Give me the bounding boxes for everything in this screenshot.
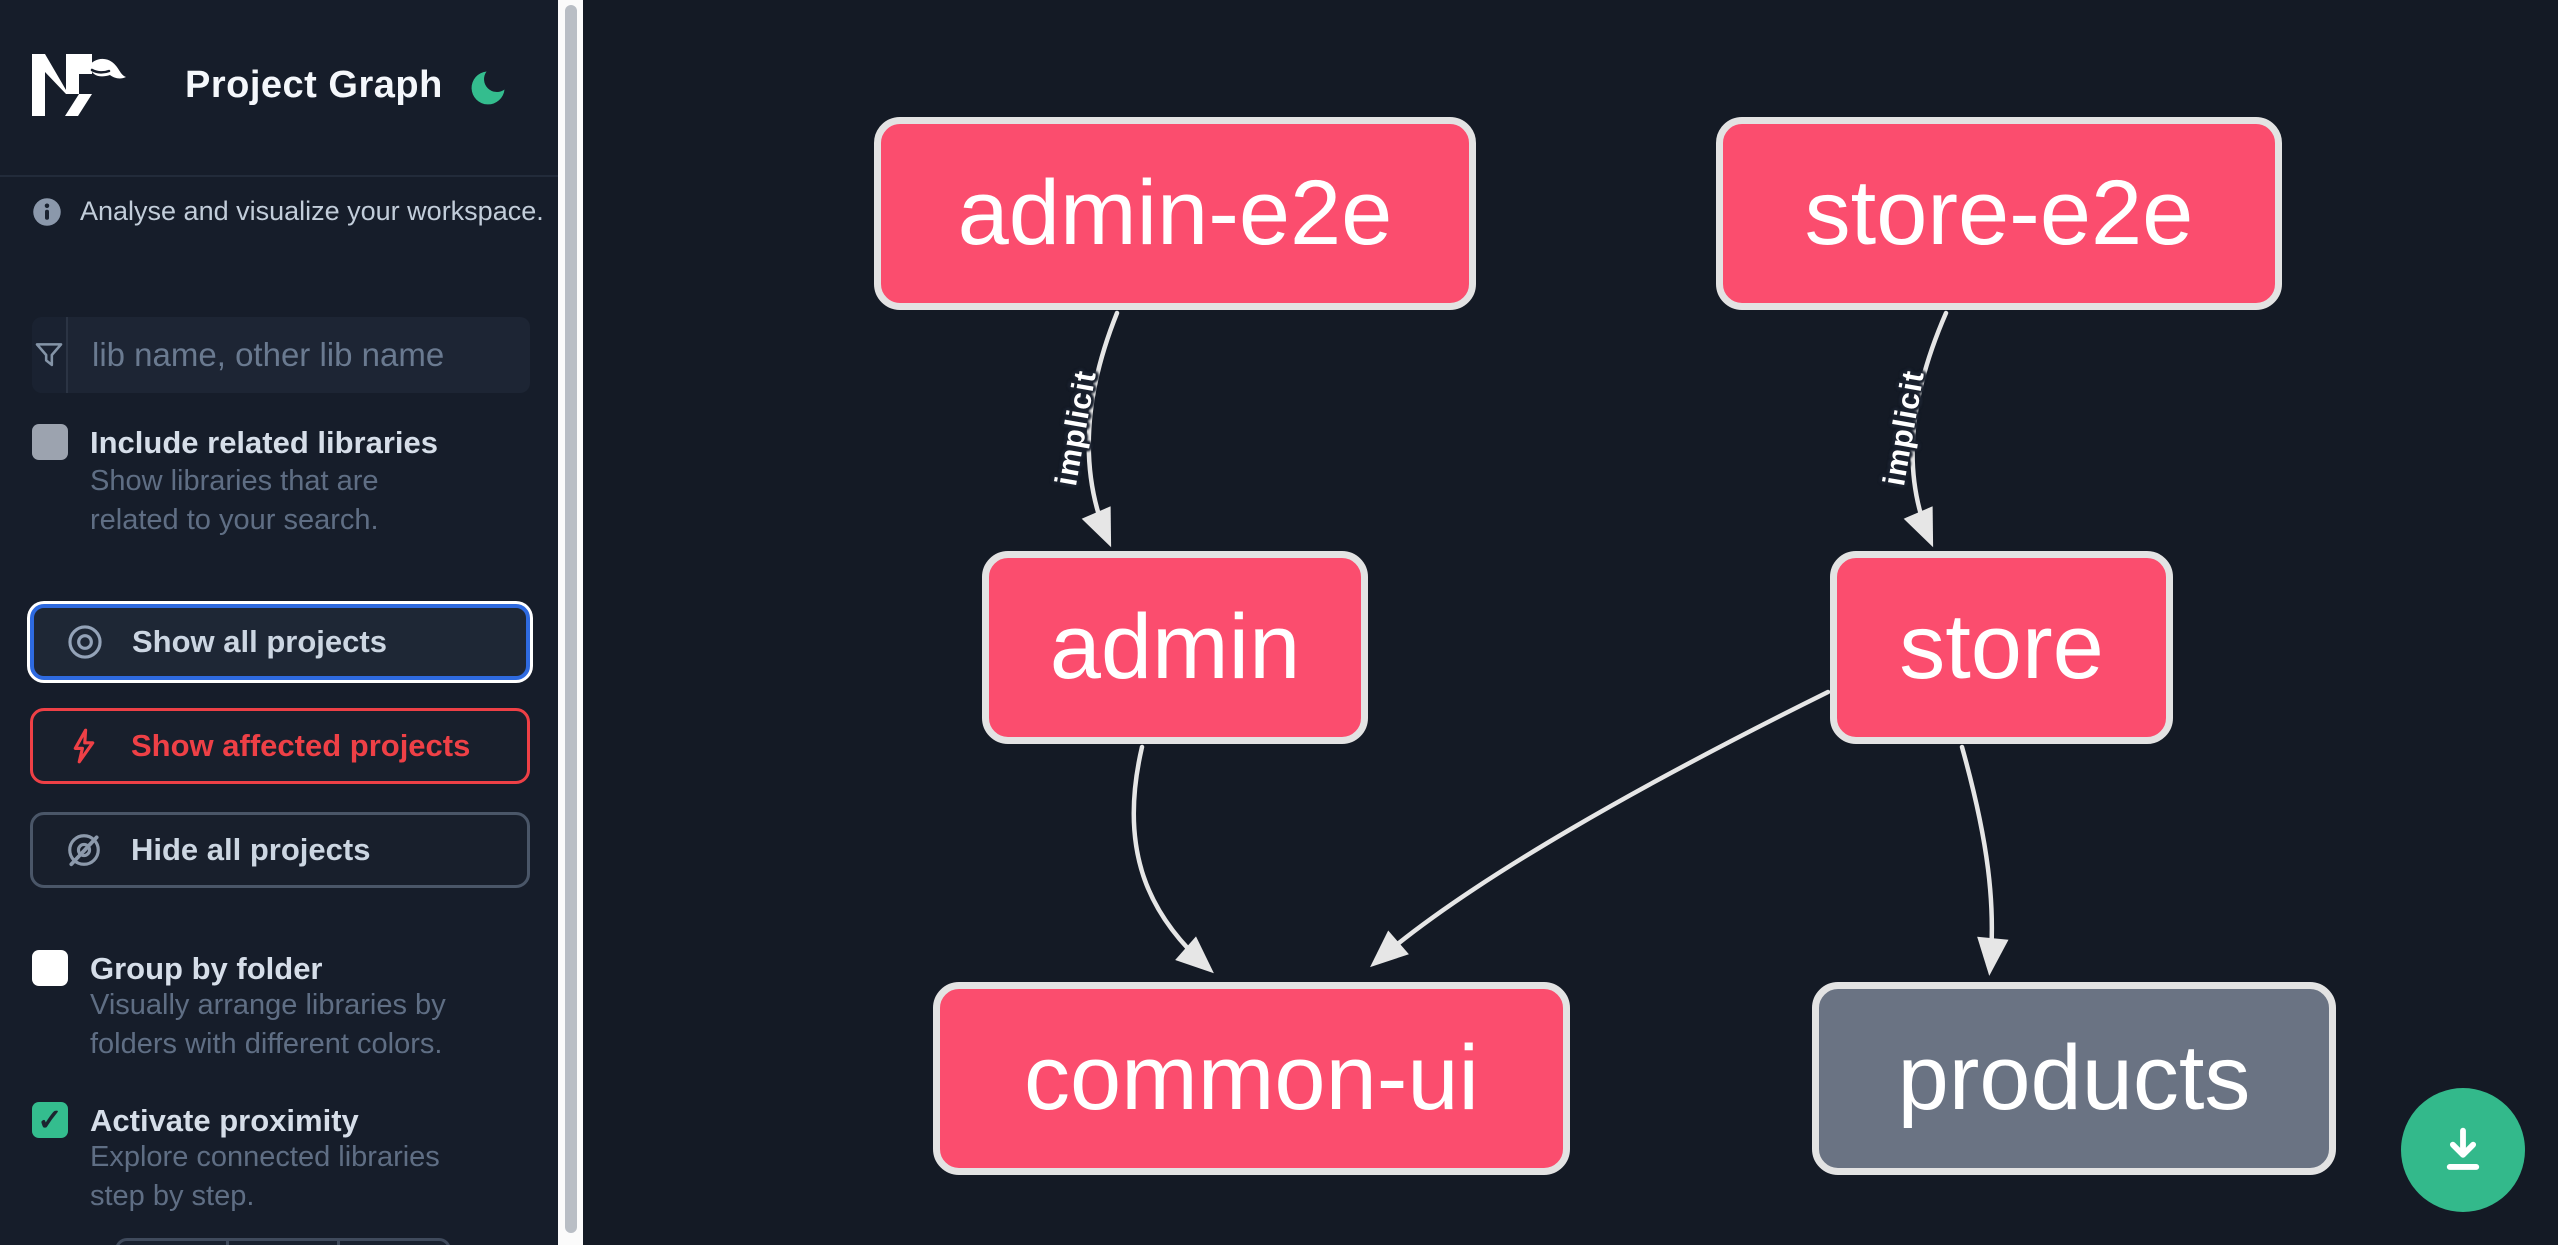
checkbox-group-by-folder[interactable] — [32, 950, 68, 986]
segment-1[interactable] — [118, 1241, 229, 1245]
toggle-description: Explore connected libraries step by step… — [90, 1141, 440, 1212]
edge-store-to-common-ui[interactable] — [1370, 689, 1831, 968]
graph-node-common-ui[interactable]: common-ui — [933, 982, 1570, 1175]
eye-icon — [68, 625, 102, 659]
segment-3[interactable] — [340, 1241, 448, 1245]
graph-node-store-e2e[interactable]: store-e2e — [1716, 117, 2282, 310]
eye-off-icon — [68, 834, 100, 867]
checkbox-include-related[interactable] — [32, 424, 68, 460]
toggle-label: Include related libraries — [90, 425, 439, 460]
button-label: Show affected projects — [131, 728, 471, 763]
show-affected-projects-button[interactable]: Show affected projects — [30, 708, 530, 784]
toggle-description: Visually arrange libraries by folders wi… — [90, 989, 446, 1060]
info-text: Analyse and visualize your workspace. — [80, 196, 544, 226]
hide-all-projects-button[interactable]: Hide all projects — [30, 812, 530, 888]
download-icon — [2446, 1127, 2480, 1170]
nx-logo-icon — [32, 54, 126, 116]
graph-node-admin-e2e[interactable]: admin-e2e — [874, 117, 1476, 310]
sidebar: Project Graph Analyse and visualize your… — [0, 0, 558, 1245]
info-icon — [33, 197, 61, 226]
page-title: Project Graph — [185, 64, 443, 106]
toggle-description: Show libraries that are related to your … — [90, 465, 379, 536]
proximity-depth-segmented-control[interactable] — [115, 1238, 451, 1245]
graph-node-products[interactable]: products — [1812, 982, 2336, 1175]
lightning-bolt-icon — [73, 728, 95, 764]
graph-node-store[interactable]: store — [1830, 551, 2173, 744]
workspace-info: Analyse and visualize your workspace. — [32, 196, 544, 227]
edge-store-to-products[interactable] — [1959, 744, 2009, 976]
search-input[interactable] — [68, 317, 530, 393]
download-graph-button[interactable] — [2401, 1088, 2525, 1212]
graph-node-admin[interactable]: admin — [982, 551, 1368, 744]
search-box — [32, 317, 530, 393]
edge-admin-e2e-to-admin[interactable] — [1081, 310, 1120, 548]
edge-store-e2e-to-store[interactable] — [1903, 310, 1949, 548]
button-label: Show all projects — [132, 624, 387, 659]
sidebar-scrollbar[interactable] — [558, 0, 583, 1245]
filter-funnel-icon — [32, 317, 68, 393]
sidebar-header: Project Graph — [0, 0, 558, 177]
button-label: Hide all projects — [131, 832, 371, 867]
show-all-projects-button[interactable]: Show all projects — [30, 604, 530, 680]
toggle-label: Group by folder — [90, 951, 323, 986]
scrollbar-thumb[interactable] — [565, 5, 577, 1233]
moon-icon[interactable] — [466, 66, 510, 110]
edge-admin-to-common-ui[interactable] — [1131, 744, 1214, 974]
segment-2[interactable] — [229, 1241, 340, 1245]
checkbox-activate-proximity[interactable]: ✓ — [32, 1102, 68, 1138]
toggle-label: Activate proximity — [90, 1103, 359, 1138]
